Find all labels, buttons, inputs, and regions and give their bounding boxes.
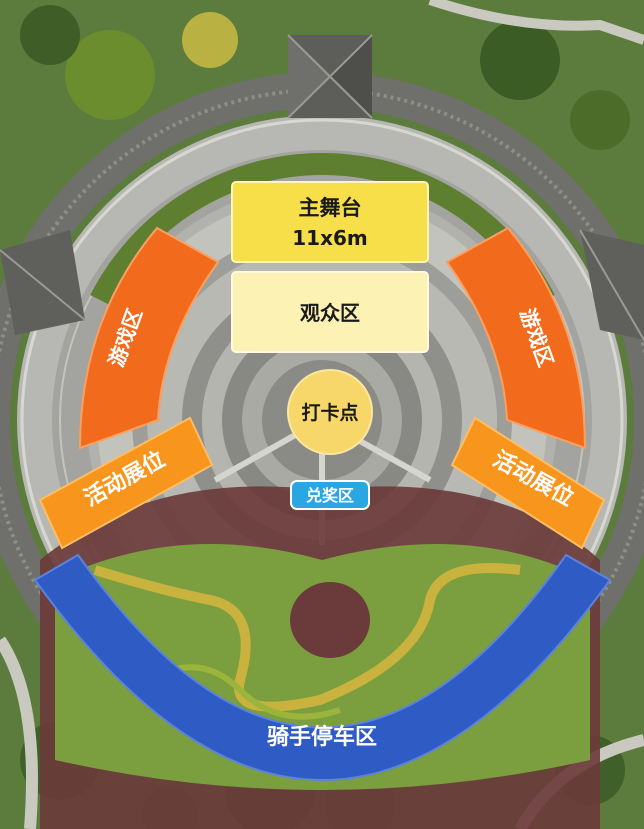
game-zone-right[interactable]: 游戏区 xyxy=(445,226,587,450)
parking-label: 骑手停车区 xyxy=(267,724,377,750)
checkin-zone[interactable]: 打卡点 xyxy=(287,369,373,455)
main-stage-zone[interactable]: 主舞台 11x6m xyxy=(231,181,429,263)
game-zone-left[interactable]: 游戏区 xyxy=(78,226,220,450)
audience-label: 观众区 xyxy=(300,301,360,325)
pavilion-left xyxy=(0,230,86,335)
redeem-label: 兑奖区 xyxy=(306,486,354,505)
redeem-zone[interactable]: 兑奖区 xyxy=(290,480,370,510)
audience-zone[interactable]: 观众区 xyxy=(231,271,429,353)
checkin-label: 打卡点 xyxy=(301,401,358,424)
parking-zone[interactable]: 骑手停车区 xyxy=(33,553,612,781)
main-stage-label: 主舞台 xyxy=(299,196,362,220)
main-stage-size: 11x6m xyxy=(292,226,368,250)
round-flower-bed xyxy=(290,582,370,658)
pavilion-top xyxy=(287,34,373,119)
pavilion-right xyxy=(579,229,644,341)
